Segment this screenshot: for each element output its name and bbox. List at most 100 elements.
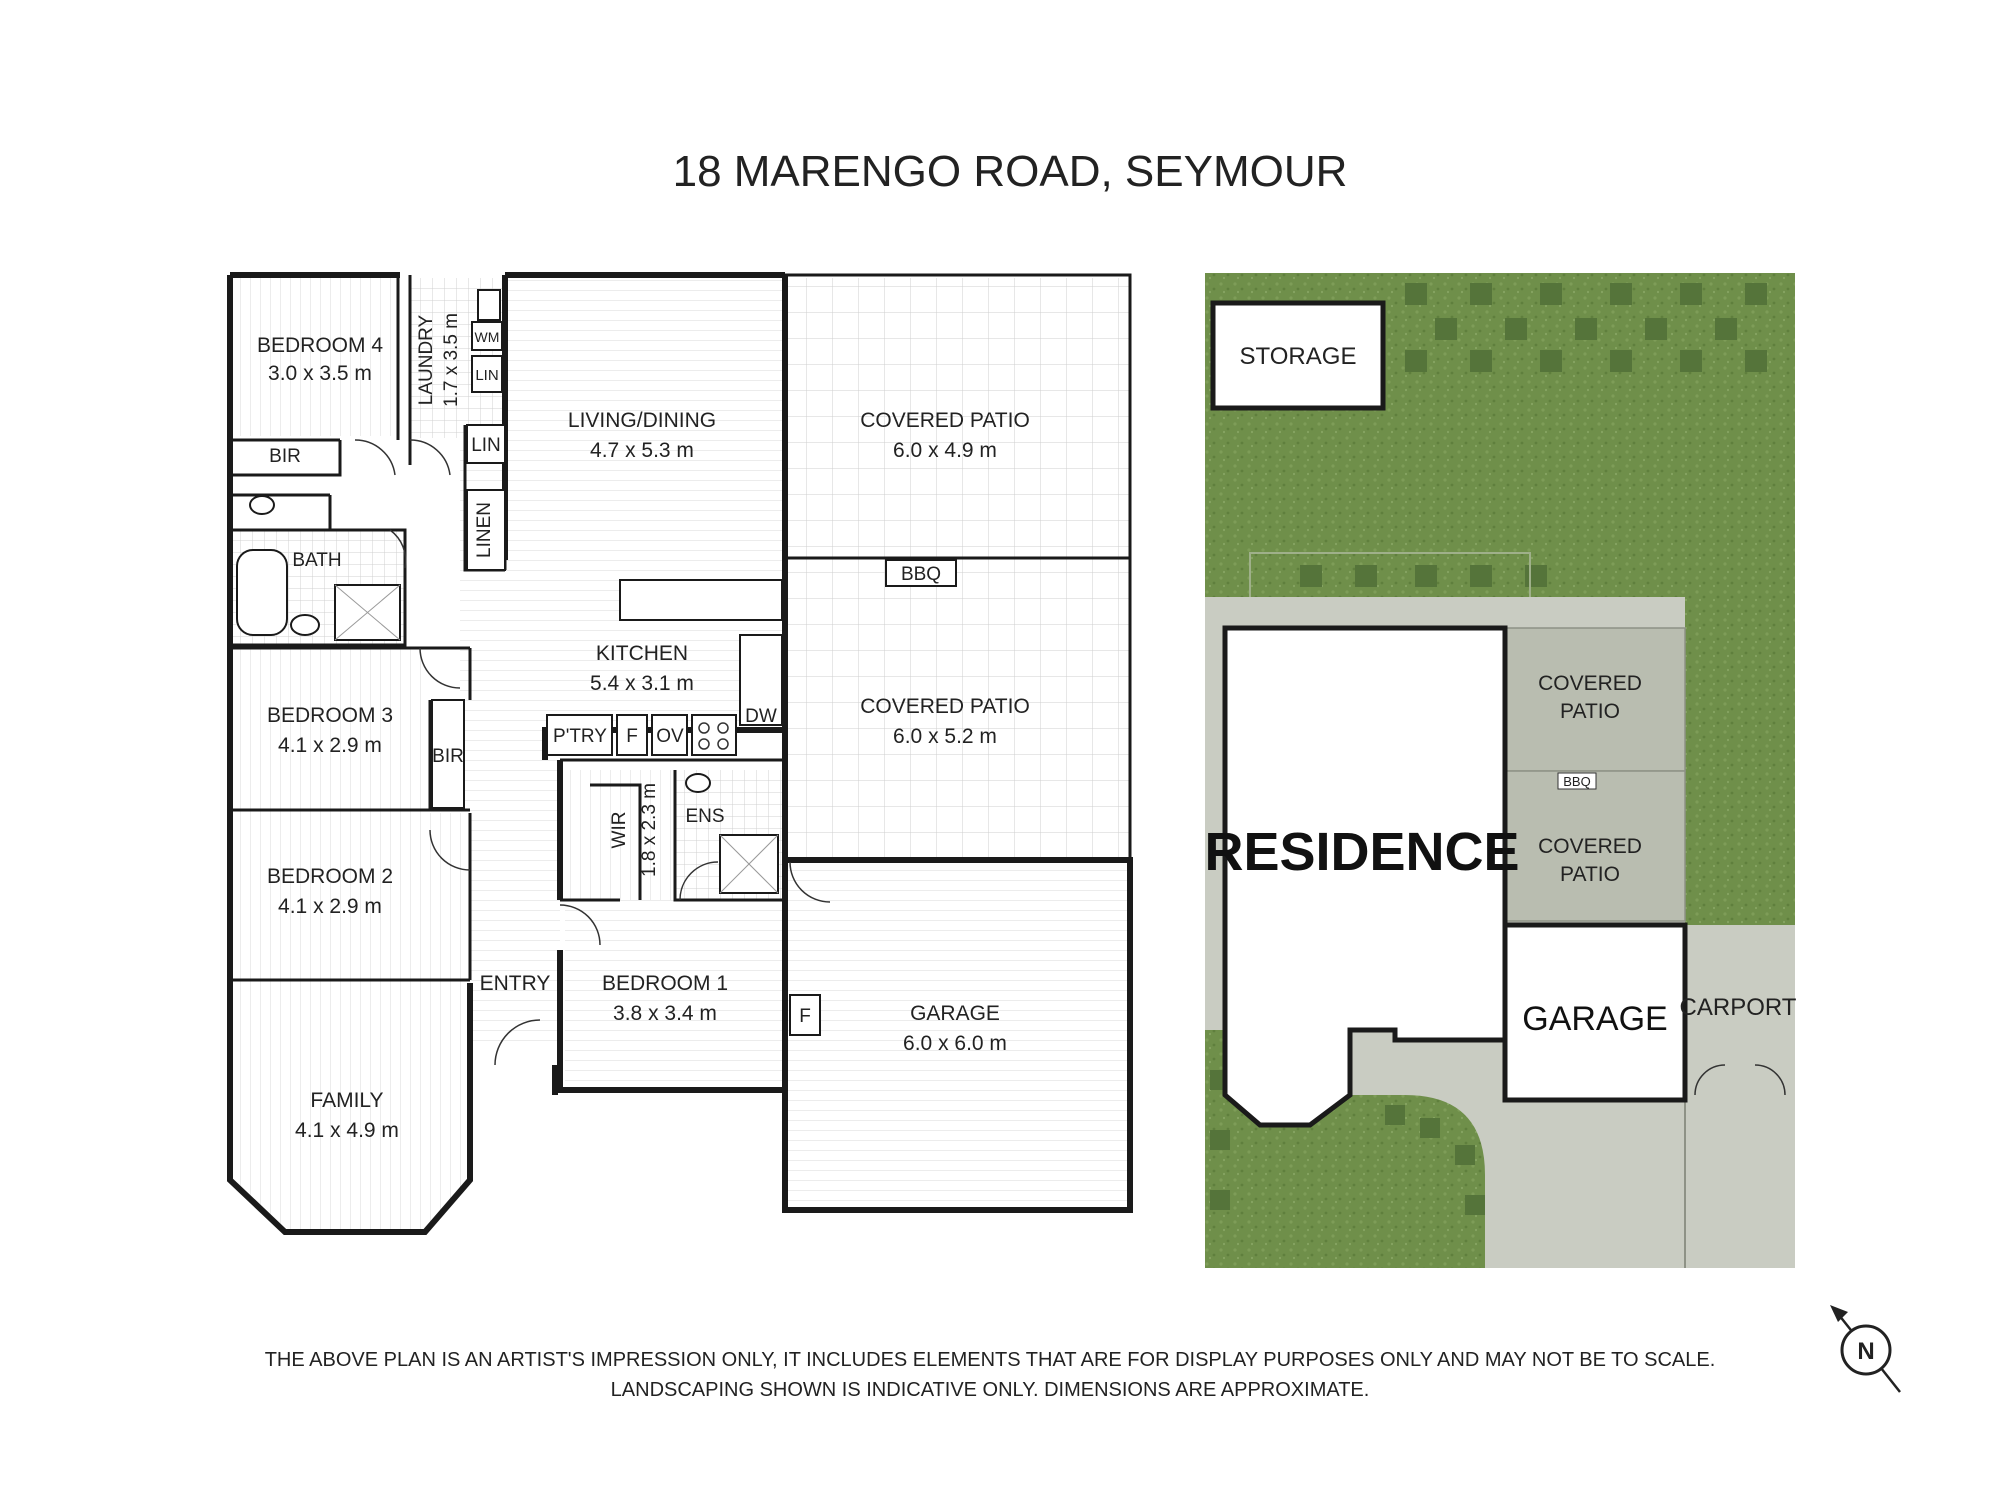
- bedroom1-dims: 3.8 x 3.4 m: [613, 1002, 717, 1025]
- north-compass: N: [1830, 1305, 1901, 1393]
- linen-label: LINEN: [474, 502, 495, 558]
- door-garage: [789, 861, 831, 903]
- toilet: [249, 495, 275, 515]
- lin-box-1: [471, 355, 503, 393]
- site-bbq-label: BBQ: [1563, 774, 1590, 789]
- kitchen-dims: 5.4 x 3.1 m: [590, 672, 694, 695]
- lin-label-1: LIN: [475, 367, 498, 384]
- bedroom4-dims: 3.0 x 3.5 m: [268, 362, 372, 385]
- site-patio1-line1: COVERED: [1538, 672, 1642, 695]
- ens-label: ENS: [685, 806, 724, 827]
- bedroom1-name: BEDROOM 1: [602, 972, 728, 995]
- bir3-label: BIR: [432, 746, 464, 767]
- door-bath: [389, 529, 407, 569]
- floor-plan: BEDROOM 4 3.0 x 3.5 m BIR LAUNDRY 1.7 x …: [227, 272, 1133, 1235]
- compass-letter: N: [1857, 1338, 1874, 1365]
- residence-label: RESIDENCE: [1204, 822, 1519, 882]
- bedroom3-name: BEDROOM 3: [267, 704, 393, 727]
- door-bedroom2: [429, 829, 471, 871]
- entry-label: ENTRY: [480, 972, 551, 995]
- disclaimer-line1: THE ABOVE PLAN IS AN ARTIST'S IMPRESSION…: [265, 1349, 1716, 1371]
- bedroom3-floor: [230, 648, 430, 813]
- bath-basin: [290, 614, 320, 636]
- pantry-label: P'TRY: [553, 726, 607, 747]
- garage-floor: [785, 860, 1130, 1210]
- patio2-floor: [785, 558, 1130, 858]
- site-plan: STORAGE BBQ COVERED PATIO COVERED PATIO …: [1204, 273, 1797, 1268]
- wir-name: WIR: [609, 812, 630, 849]
- bath-label: BATH: [292, 550, 341, 571]
- site-patio1-line2: PATIO: [1560, 700, 1620, 723]
- site-patio-2: [1504, 770, 1686, 922]
- outer-wall: [227, 272, 785, 1235]
- laundry-dims: 1.7 x 3.5 m: [441, 313, 462, 407]
- storage-label: STORAGE: [1240, 343, 1357, 370]
- residence-block: [1222, 625, 1508, 1128]
- bbq-box: [885, 559, 957, 587]
- site-garage-block: [1502, 922, 1688, 1103]
- family-floor: [232, 983, 470, 1230]
- plan-title: 18 MARENGO ROAD, SEYMOUR: [673, 147, 1348, 196]
- bedroom2-name: BEDROOM 2: [267, 865, 393, 888]
- sink-bench: [739, 634, 783, 726]
- family-dims: 4.1 x 4.9 m: [295, 1119, 399, 1142]
- bbq-label: BBQ: [901, 564, 941, 585]
- island-bench: [619, 579, 783, 621]
- laundry-tub: [477, 289, 501, 321]
- bedroom3-walls: [230, 646, 472, 812]
- fridge-box: [616, 714, 648, 756]
- patio2-name: COVERED PATIO: [860, 695, 1030, 718]
- garage-dims: 6.0 x 6.0 m: [903, 1032, 1007, 1055]
- laundry-name: LAUNDRY: [416, 314, 437, 405]
- site-bbq-box: [1557, 772, 1597, 790]
- oven-box: [651, 714, 688, 756]
- living-dims: 4.7 x 5.3 m: [590, 439, 694, 462]
- door-laundry: [409, 439, 451, 476]
- wir-dims: 1.8 x 2.3 m: [639, 783, 660, 877]
- fridge-label: F: [626, 726, 638, 747]
- garage-fridge-box: [789, 994, 821, 1036]
- bir4-label: BIR: [269, 446, 301, 467]
- bedroom4-floor: [230, 278, 398, 436]
- lin-label-2: LIN: [471, 435, 501, 456]
- linen-box: [466, 489, 506, 571]
- patio2-dims: 6.0 x 5.2 m: [893, 725, 997, 748]
- site-garage-label: GARAGE: [1522, 1000, 1667, 1038]
- dw-label: DW: [745, 706, 777, 727]
- bir3-box: [431, 699, 465, 809]
- door-bedroom4: [354, 439, 396, 476]
- door-bedroom3: [419, 647, 461, 689]
- door-entry: [494, 1019, 541, 1066]
- bathtub: [236, 549, 288, 636]
- bedroom1-floor: [565, 900, 783, 1095]
- garage-wall: [782, 857, 1133, 1213]
- family-name: FAMILY: [310, 1089, 383, 1112]
- bedroom3-dims: 4.1 x 2.9 m: [278, 734, 382, 757]
- hedge-row-top: [1210, 283, 1767, 1215]
- carport-label: CARPORT: [1680, 994, 1797, 1021]
- patio1-name: COVERED PATIO: [860, 409, 1030, 432]
- bedroom4-name: BEDROOM 4: [257, 334, 383, 357]
- bedroom2-walls: [230, 813, 472, 982]
- ens-basin: [685, 773, 711, 793]
- bath-walls: [230, 493, 407, 647]
- door-bedroom1: [559, 904, 601, 946]
- pantry-box: [546, 714, 613, 756]
- site-patio2-line1: COVERED: [1538, 835, 1642, 858]
- bedroom4-walls: [230, 275, 400, 477]
- oven-label: OV: [656, 726, 684, 747]
- carport-gates: [1694, 1064, 1786, 1096]
- lin-box-2: [466, 424, 506, 464]
- wm-box: [471, 321, 503, 351]
- wir-floor: [565, 770, 675, 900]
- patio1-dims: 6.0 x 4.9 m: [893, 439, 997, 462]
- kitchen-name: KITCHEN: [596, 642, 688, 665]
- bedroom2-floor: [230, 813, 470, 983]
- door-ens: [679, 861, 719, 901]
- disclaimer-line2: LANDSCAPING SHOWN IS INDICATIVE ONLY. DI…: [611, 1379, 1370, 1401]
- storage-block: [1210, 300, 1386, 411]
- wir-walls: [560, 758, 785, 902]
- garage-fridge-label: F: [799, 1006, 811, 1027]
- site-patio2-line2: PATIO: [1560, 863, 1620, 886]
